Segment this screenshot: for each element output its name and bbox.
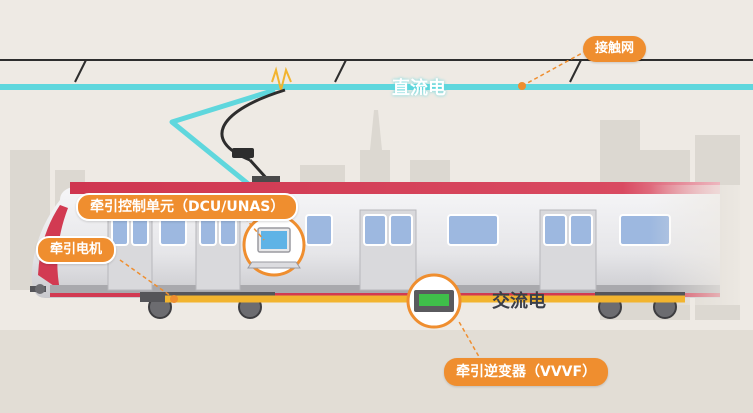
inverter-icon bbox=[406, 273, 462, 329]
motor-marker bbox=[170, 295, 178, 303]
label-catenary: 接触网 bbox=[583, 36, 647, 62]
catenary-hangers bbox=[74, 59, 582, 83]
label-inverter: 牵引逆变器（VVVF） bbox=[444, 358, 609, 386]
ground bbox=[0, 330, 753, 413]
label-ac: 交流电 bbox=[492, 291, 546, 312]
computer-icon bbox=[242, 213, 306, 277]
pantograph bbox=[220, 88, 286, 184]
catenary-marker bbox=[518, 82, 526, 90]
label-dcu: 牵引控制单元（DCU/UNAS） bbox=[76, 193, 299, 221]
label-motor: 牵引电机 bbox=[36, 236, 117, 264]
leader-lines bbox=[119, 45, 596, 363]
label-dc: 直流电 bbox=[392, 78, 446, 99]
